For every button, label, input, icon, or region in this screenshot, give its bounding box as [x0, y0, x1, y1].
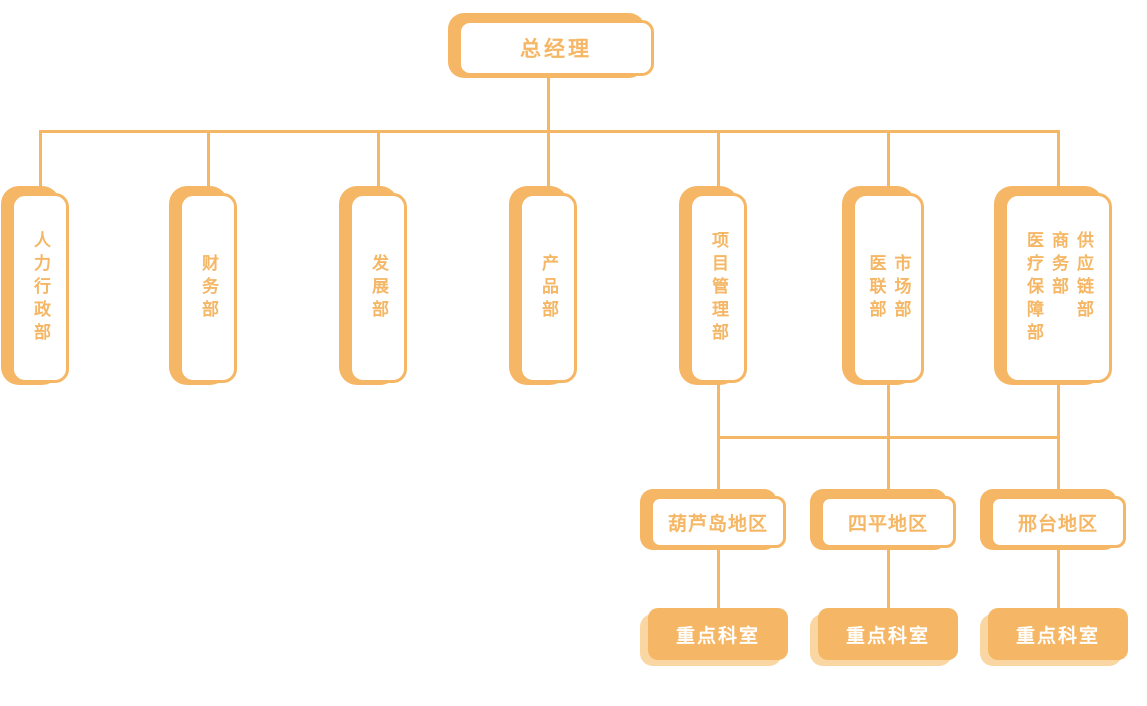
- dept-label-column: 市场部: [891, 253, 911, 323]
- connector-drop-huludao: [717, 436, 720, 498]
- dept-label: 财务部: [194, 254, 222, 323]
- dept-box-market-medical[interactable]: 市场部 医联部: [842, 186, 924, 385]
- dept-label: 市场部 医联部: [862, 254, 915, 323]
- dept-label: 人力行政部: [26, 231, 54, 346]
- dept-label: 供应链部 商务部 医疗保障部: [1019, 231, 1097, 346]
- dept-box-development[interactable]: 发展部: [339, 186, 407, 385]
- region-box-siping[interactable]: 四平地区: [810, 489, 956, 550]
- connector-drop-project-mgmt: [717, 130, 720, 195]
- connector-root-trunk: [547, 74, 550, 132]
- dept-label-column: 商务部: [1049, 230, 1068, 300]
- dept-label-column: 医疗保障部: [1024, 230, 1043, 346]
- region-box-huludao[interactable]: 葫芦岛地区: [640, 489, 786, 550]
- keydept-label: 重点科室: [845, 625, 930, 647]
- dept-label-column: 发展部: [369, 253, 388, 323]
- connector-stub-supply-chain: [1057, 381, 1060, 439]
- region-label: 四平地区: [847, 513, 928, 535]
- connector-drop-product: [547, 130, 550, 195]
- keydept-box-xingtai[interactable]: 重点科室: [980, 608, 1128, 666]
- region-label: 葫芦岛地区: [667, 513, 768, 535]
- dept-label-column: 产品部: [539, 253, 558, 323]
- connector-drop-hr-admin: [39, 130, 42, 195]
- dept-label-column: 供应链部: [1074, 230, 1093, 323]
- keydept-label: 重点科室: [1015, 625, 1100, 647]
- dept-label: 产品部: [534, 254, 562, 323]
- dept-box-hr-admin[interactable]: 人力行政部: [1, 186, 69, 385]
- dept-box-product[interactable]: 产品部: [509, 186, 577, 385]
- connector-drop-finance: [207, 130, 210, 195]
- dept-label: 项目管理部: [704, 231, 732, 346]
- connector-stub-project-mgmt: [717, 381, 720, 439]
- dept-label-column: 财务部: [199, 253, 218, 323]
- dept-box-finance[interactable]: 财务部: [169, 186, 237, 385]
- connector-drop-keydept-1: [717, 546, 720, 610]
- connector-drop-siping: [887, 436, 890, 498]
- dept-box-project-mgmt[interactable]: 项目管理部: [679, 186, 747, 385]
- keydept-box-siping[interactable]: 重点科室: [810, 608, 958, 666]
- connector-stub-market-medical: [887, 381, 890, 439]
- region-box-xingtai[interactable]: 邢台地区: [980, 489, 1126, 550]
- dept-label: 发展部: [364, 254, 392, 323]
- region-label: 邢台地区: [1017, 513, 1098, 535]
- org-node-general-manager[interactable]: 总经理: [448, 13, 654, 78]
- connector-drop-supply-chain: [1057, 130, 1060, 195]
- node-label: 总经理: [520, 38, 592, 61]
- dept-label-column: 项目管理部: [709, 230, 728, 346]
- connector-drop-keydept-2: [887, 546, 890, 610]
- dept-box-supply-chain[interactable]: 供应链部 商务部 医疗保障部: [994, 186, 1112, 385]
- connector-drop-market-medical: [887, 130, 890, 195]
- connector-drop-development: [377, 130, 380, 195]
- connector-drop-xingtai: [1057, 436, 1060, 498]
- dept-label-column: 人力行政部: [31, 230, 50, 346]
- keydept-label: 重点科室: [675, 625, 760, 647]
- keydept-box-huludao[interactable]: 重点科室: [640, 608, 788, 666]
- dept-label-column: 医联部: [866, 253, 886, 323]
- connector-drop-keydept-3: [1057, 546, 1060, 610]
